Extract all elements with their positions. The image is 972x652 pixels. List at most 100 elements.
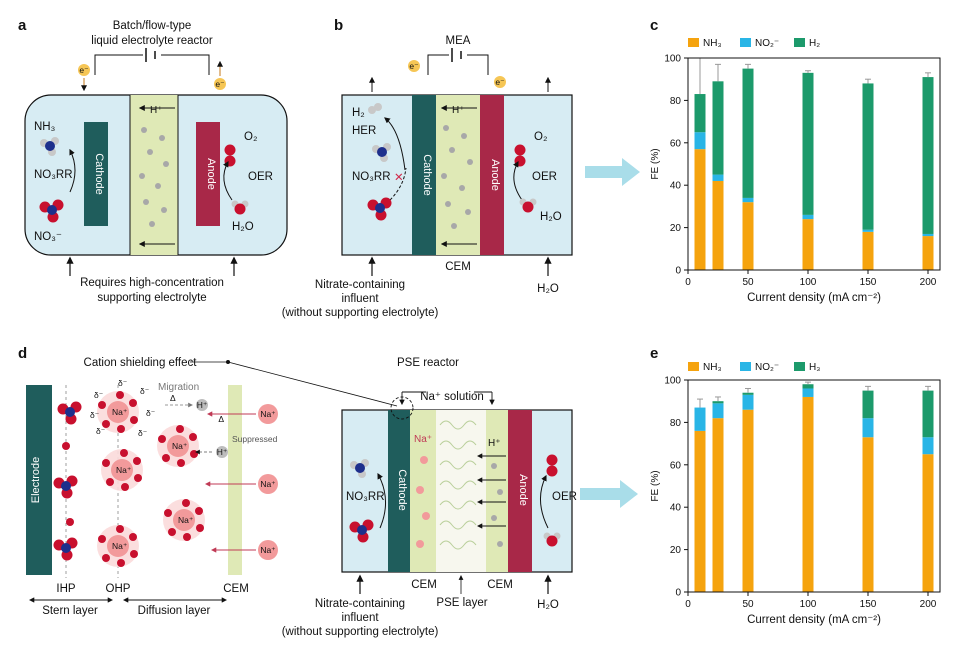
- panel-e-letter: e: [650, 345, 658, 362]
- panel-b-anode-label: Anode: [489, 159, 501, 191]
- panel-b-electron-icon: [408, 60, 420, 72]
- panel-a-oer: OER: [248, 171, 273, 183]
- x-tick-label: 100: [800, 599, 817, 610]
- bar-segment: [712, 81, 724, 175]
- y-tick-label: 80: [670, 418, 682, 429]
- svg-text:Na⁺: Na⁺: [172, 441, 188, 451]
- pse-h2o-out: H₂O: [537, 599, 559, 611]
- panel-a-hplus: H⁺: [150, 105, 163, 116]
- x-tick-label: 50: [742, 599, 754, 610]
- bar-segment: [712, 418, 724, 592]
- x-axis-label: Current density (mA cm⁻²): [747, 292, 881, 304]
- panel-d-electrode: [26, 385, 52, 575]
- bar-segment: [802, 214, 814, 220]
- bar-segment: [742, 394, 754, 410]
- svg-text:δ⁻: δ⁻: [118, 378, 128, 388]
- pse-influent-2: influent: [341, 612, 379, 624]
- panel-b-her: HER: [352, 125, 376, 137]
- bar-segment: [922, 236, 934, 270]
- svg-text:δ⁻: δ⁻: [96, 426, 106, 436]
- panel-a-note-1: Requires high-concentration: [80, 277, 224, 289]
- panel-d-h-ion-1: H⁺: [197, 400, 208, 410]
- pse-influent-1: Nitrate-containing: [315, 598, 405, 610]
- pse-cathode-label: Cathode: [396, 469, 408, 511]
- legend-swatch: [688, 362, 699, 371]
- panel-a-h2o: H₂O: [232, 221, 254, 233]
- bar-segment: [742, 409, 754, 592]
- panel-a-circuit-wire: [94, 54, 210, 75]
- y-tick-label: 0: [675, 588, 681, 599]
- panel-d-ihp: IHP: [56, 583, 76, 595]
- bar-segment: [802, 219, 814, 270]
- panel-a-note-2: supporting electrolyte: [97, 292, 206, 304]
- panel-b-cathode-label: Cathode: [421, 154, 433, 196]
- bar-segment: [922, 77, 934, 234]
- pse-anode: [508, 410, 532, 572]
- bar-segment: [694, 94, 706, 133]
- y-axis-label: FE (%): [650, 148, 661, 179]
- svg-text:Na⁺: Na⁺: [260, 409, 276, 419]
- bar-segment: [922, 437, 934, 455]
- panel-a-electron-icon: [78, 64, 90, 76]
- legend-label: NH₃: [703, 362, 722, 373]
- pse-cem-right: [486, 410, 508, 572]
- panel-b-cross-icon: ✕: [394, 172, 404, 184]
- panel-b-electron-label-2: e⁻: [495, 77, 505, 87]
- x-tick-label: 0: [685, 277, 691, 288]
- panel-a-electron-label: e⁻: [79, 65, 89, 75]
- svg-text:Na⁺: Na⁺: [178, 515, 194, 525]
- pse-hplus: H⁺: [488, 438, 501, 449]
- panel-d-letter: d: [18, 345, 27, 362]
- panel-a-electron-icon-2: [214, 78, 226, 90]
- bar-segment: [802, 388, 814, 397]
- bar-segment: [742, 392, 754, 395]
- panel-d-cem: [228, 385, 242, 575]
- x-tick-label: 200: [920, 277, 937, 288]
- panel-a-o2: O₂: [244, 131, 257, 143]
- bar-segment: [694, 430, 706, 592]
- arrow-pse-to-e: [580, 480, 638, 508]
- x-tick-label: 150: [860, 599, 877, 610]
- bar-segment: [862, 83, 874, 230]
- y-tick-label: 40: [670, 503, 682, 514]
- y-tick-label: 0: [675, 266, 681, 277]
- panel-b-electron-icon-2: [494, 76, 506, 88]
- panel-b-cem: CEM: [445, 261, 471, 273]
- bar-segment: [712, 401, 724, 404]
- pse-no3rr: NO₃RR: [346, 491, 385, 503]
- legend-swatch: [794, 38, 805, 47]
- svg-text:Na⁺: Na⁺: [112, 407, 128, 417]
- panel-d-diffusion: Diffusion layer: [138, 605, 211, 617]
- pse-layer-label: PSE layer: [436, 597, 487, 609]
- panel-b-no3rr: NO₃RR: [352, 171, 391, 183]
- bar-segment: [712, 180, 724, 270]
- x-tick-label: 100: [800, 277, 817, 288]
- panel-b-influent-2: influent: [341, 293, 379, 305]
- pse-oer: OER: [552, 491, 577, 503]
- panel-b-anode: [480, 95, 504, 255]
- pse-cem-right-label: CEM: [487, 579, 513, 591]
- panel-b-title: MEA: [446, 35, 471, 47]
- y-tick-label: 80: [670, 96, 682, 107]
- plot-frame: [687, 57, 941, 271]
- panel-d: d Cation shielding effect Electrode Na⁺ …: [18, 345, 398, 617]
- panel-d-free-na: Na⁺ Na⁺ Na⁺: [204, 404, 278, 560]
- pse-na-label: Na⁺: [414, 434, 432, 445]
- x-axis-label: Current density (mA cm⁻²): [747, 614, 881, 626]
- panel-b-h2o-out: H₂O: [537, 283, 559, 295]
- panel-d-cem-label: CEM: [223, 583, 249, 595]
- pse-layer: [436, 410, 486, 572]
- panel-b-oer: OER: [532, 171, 557, 183]
- pse-title: PSE reactor: [397, 357, 459, 369]
- plot-frame: [687, 379, 941, 593]
- panel-d-stern: Stern layer: [42, 605, 98, 617]
- legend-label: NO₂⁻: [755, 362, 779, 373]
- legend-label: NH₃: [703, 38, 722, 49]
- panel-a-proton-dots: [139, 127, 169, 227]
- panel-b-h2: H₂: [352, 107, 365, 119]
- legend-label: H₂: [809, 38, 820, 49]
- bar-segment: [742, 68, 754, 198]
- bar-segment: [922, 233, 934, 237]
- panel-b-electron-label: e⁻: [409, 61, 419, 71]
